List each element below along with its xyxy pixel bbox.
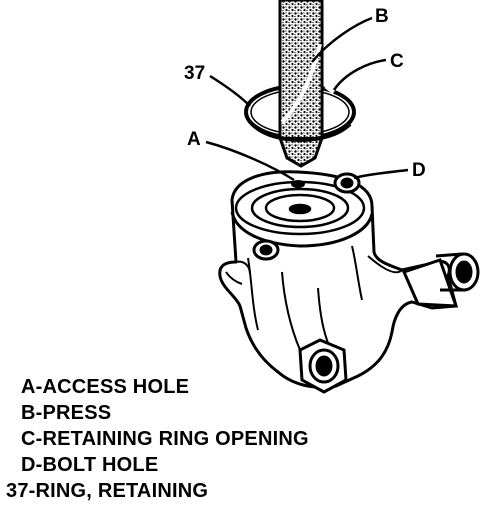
- bolt-hole-side: [252, 239, 280, 261]
- label-37: 37: [184, 63, 205, 84]
- access-hole: [291, 180, 305, 188]
- outlet-pipe: [401, 252, 480, 308]
- retaining-ring-front-arc: [250, 122, 352, 143]
- legend-item-37: 37-RING, RETAINING: [6, 480, 209, 502]
- legend-item-c: C-RETAINING RING OPENING: [21, 428, 309, 450]
- leader-d: [353, 168, 409, 180]
- bottom-fitting: [298, 338, 348, 394]
- leader-b: [311, 16, 373, 63]
- label-c: C: [390, 51, 404, 72]
- leader-a: [205, 140, 295, 182]
- housing-top-disc: [234, 180, 366, 236]
- leader-lines: [205, 16, 409, 182]
- parts-legend: A-ACCESS HOLE B-PRESS C-RETAINING RING O…: [6, 374, 309, 504]
- legend-item-b: B-PRESS: [21, 402, 112, 424]
- legend-item-a: A-ACCESS HOLE: [21, 376, 190, 398]
- legend-item-d: D-BOLT HOLE: [21, 454, 159, 476]
- leader-37: [209, 74, 251, 107]
- bolt-hole-top: [333, 172, 361, 194]
- leader-c: [332, 58, 387, 91]
- label-b: B: [375, 6, 389, 27]
- label-a: A: [187, 129, 201, 150]
- label-d: D: [412, 160, 426, 181]
